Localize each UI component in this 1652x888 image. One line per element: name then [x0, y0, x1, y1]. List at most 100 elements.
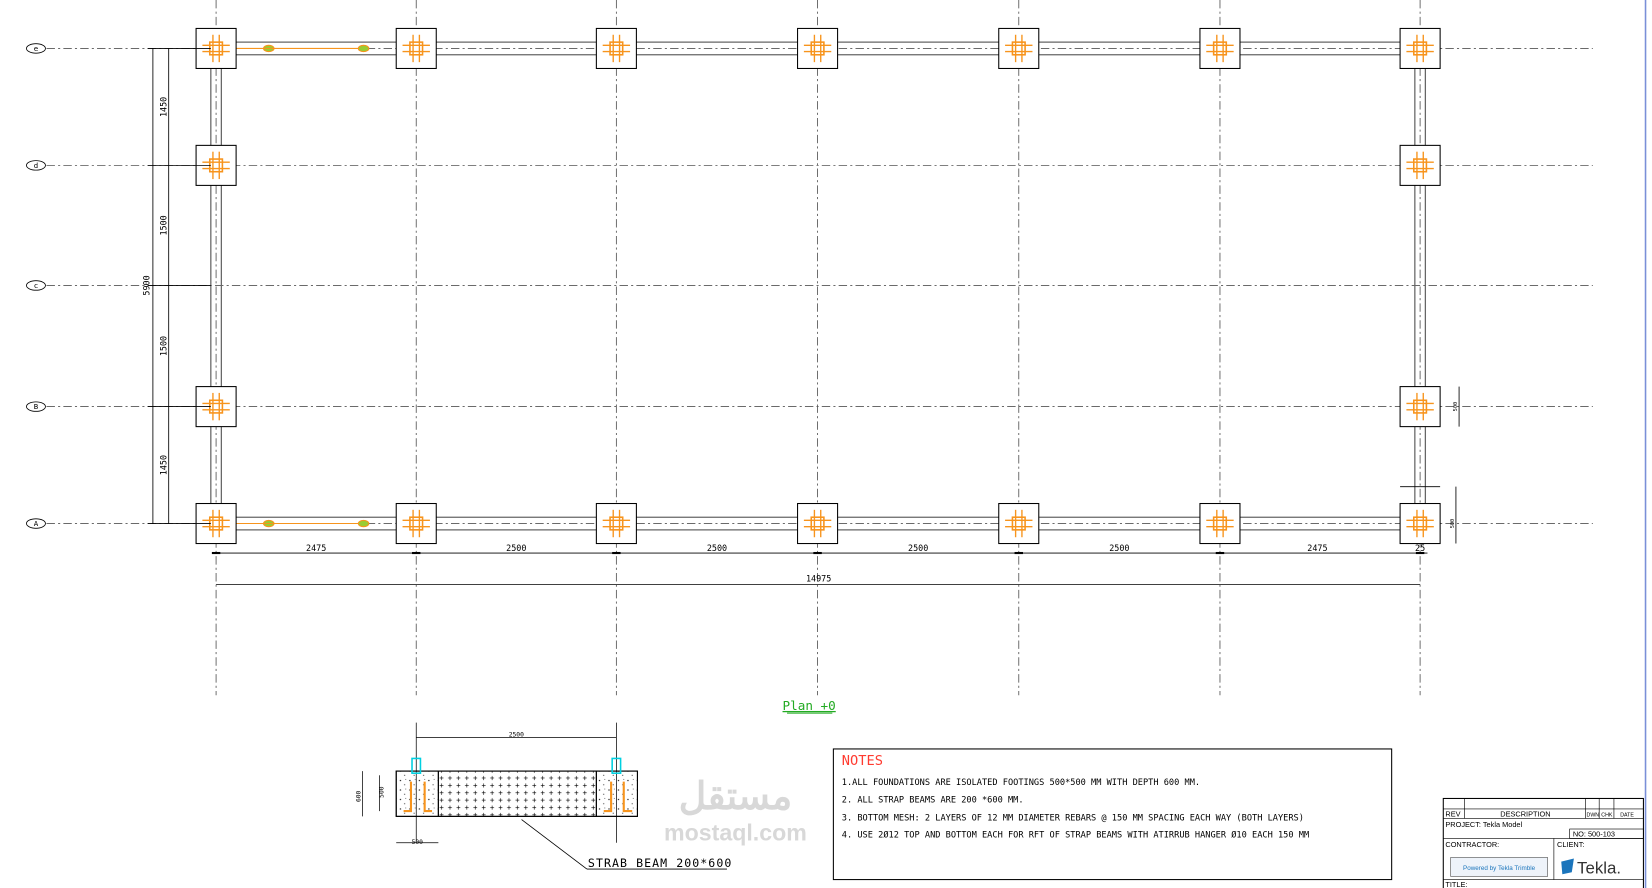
section-leader [521, 819, 588, 870]
description-header: DESCRIPTION [1500, 809, 1550, 818]
footing [998, 502, 1040, 545]
rebar-right [603, 781, 633, 813]
footing [1399, 144, 1441, 186]
column-outline [1412, 399, 1428, 414]
footing [395, 502, 437, 545]
footing-outline [1199, 502, 1241, 545]
rebar-marker [357, 44, 370, 53]
footing [1399, 502, 1441, 545]
column-stub-left [411, 757, 422, 774]
dim-label: 2475 [1307, 543, 1327, 553]
column-outline [810, 516, 825, 531]
note-item: 2. ALL STRAP BEAMS ARE 200 *600 MM. [842, 796, 1024, 806]
height-dim: 600 [355, 790, 362, 802]
number-cell [1569, 828, 1644, 839]
dwn-header: DWN [1587, 812, 1600, 818]
footing-outline [998, 502, 1040, 545]
span-dim: 2500 [509, 731, 524, 738]
title-block: REV DESCRIPTION DWN CHK DATE PROJECT: Te… [1442, 797, 1644, 888]
strap-beam-section: 2500 600 500 500 STRAB BEAM 200*600 [355, 722, 732, 870]
trimble-logo-box [1450, 857, 1548, 877]
section-left-footing [395, 770, 439, 817]
rebar-marker [357, 519, 370, 528]
column-outline [609, 41, 624, 56]
grid-label: e [34, 44, 38, 53]
section-right-footing [595, 770, 638, 817]
dim-label-total: 5900 [142, 275, 152, 295]
dim-label: 500 [1450, 519, 1456, 528]
footing-outline [595, 502, 637, 545]
dim-label: 2500 [1109, 543, 1129, 553]
note-item: 4. USE 2Ø12 TOP AND BOTTOM EACH FOR RFT … [842, 829, 1309, 840]
tekla-logo: Tekla. [1577, 858, 1621, 877]
title-label: TITLE: [1445, 880, 1467, 888]
footing-outline [1399, 27, 1441, 69]
column-outline [609, 516, 624, 531]
footing [1399, 386, 1441, 428]
notes-title: NOTES [842, 753, 883, 769]
plan-title: Plan +0 [783, 698, 836, 713]
dim-label: 500 [1453, 402, 1459, 411]
column-outline [1011, 516, 1026, 531]
footing [797, 502, 839, 545]
footings [195, 27, 1441, 545]
project-label: PROJECT: Tekla Model [1445, 820, 1522, 829]
date-header: DATE [1620, 812, 1634, 818]
dim-label: 2500 [707, 543, 727, 553]
strap-beams [210, 41, 1427, 531]
footing [595, 502, 637, 545]
note-item: 1.ALL FOUNDATIONS ARE ISOLATED FOOTINGS … [842, 778, 1200, 788]
dim-label: 1500 [159, 215, 169, 235]
column-outline [1412, 158, 1428, 173]
footing [195, 386, 237, 428]
grid-label: d [34, 161, 38, 170]
section-label: STRAB BEAM 200*600 [588, 856, 732, 870]
footing [395, 27, 437, 69]
drawing-number: NO: 500-103 [1573, 829, 1615, 838]
footing-outline [998, 27, 1040, 69]
footing-outline [595, 27, 637, 69]
footing [1399, 27, 1441, 69]
grid-bubble [26, 43, 46, 54]
watermark-latin: mostaql.com [664, 820, 807, 846]
column-outline [1412, 41, 1428, 56]
column-outline [409, 41, 424, 56]
note-item: 3. BOTTOM MESH: 2 LAYERS OF 12 MM DIAMET… [842, 814, 1304, 824]
dim-label-total: 14975 [806, 573, 831, 583]
grid-bubble [26, 401, 46, 412]
watermark-arabic: مستقل [679, 776, 792, 818]
notes-box [832, 748, 1393, 881]
footing-outline [1199, 27, 1241, 69]
grid-bubble [26, 518, 46, 529]
client-label: CLIENT: [1557, 840, 1584, 849]
column-outline [1212, 516, 1228, 531]
rev-header: REV [1445, 809, 1460, 818]
trimble-logo: Powered by Tekla Trimble [1463, 865, 1536, 872]
dim-label: 2500 [908, 543, 928, 553]
grid-label: B [34, 402, 39, 411]
dim-label: 1500 [159, 336, 169, 356]
dim-label: 25 [1415, 543, 1425, 553]
column-outline [810, 41, 825, 56]
column-stub-right [611, 757, 622, 774]
grid-bubble [26, 160, 46, 171]
footing-outline [797, 502, 839, 545]
dim-label: 2500 [506, 543, 526, 553]
footing-outline [1399, 386, 1441, 428]
column-outline [1412, 516, 1428, 531]
footing [797, 27, 839, 69]
inner-dim: 500 [379, 786, 386, 798]
tekla-logo-icon [1561, 858, 1574, 875]
footing-outline [797, 27, 839, 69]
column-outline [1212, 41, 1228, 56]
rebar-left [403, 781, 433, 813]
contractor-label: CONTRACTOR: [1445, 840, 1499, 849]
section-beam-fill [437, 770, 597, 817]
footing-outline [1399, 144, 1441, 186]
column-outline [409, 516, 424, 531]
dim-label: 1450 [159, 455, 169, 475]
footing [595, 27, 637, 69]
